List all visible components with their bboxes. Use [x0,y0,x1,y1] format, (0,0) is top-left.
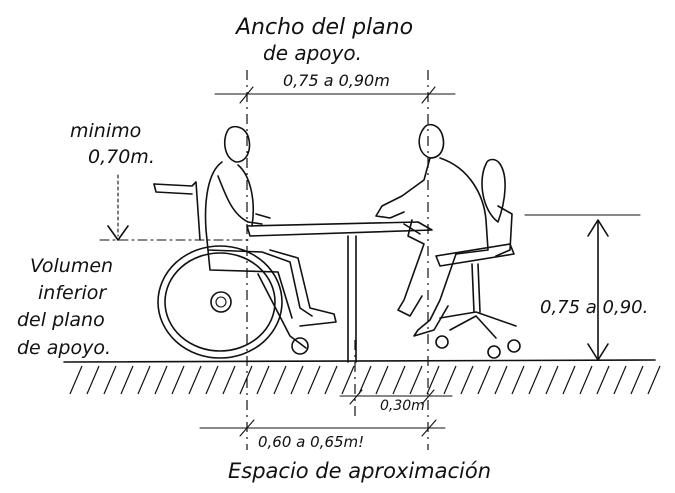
height-arrow [524,214,641,361]
minimum-arrow [99,174,251,241]
hatch-stroke [290,365,304,395]
floor-hatching [69,365,661,395]
hatch-stroke [120,365,134,395]
wheelchair-hub [210,291,232,313]
volume-label-line2: inferior [38,282,107,304]
hatch-stroke [613,365,627,395]
hatch-stroke [324,365,338,395]
hatch-stroke [630,365,644,395]
hatch-stroke [273,365,287,395]
hatch-stroke [86,365,100,395]
minimum-label-line1: minimo [70,120,141,142]
hatch-stroke [477,365,491,395]
hatch-stroke [341,365,355,395]
hatch-stroke [562,365,576,395]
hatch-stroke [69,365,83,395]
hatch-stroke [545,365,559,395]
hatch-stroke [426,365,440,395]
hatch-stroke [579,365,593,395]
wheelchair-big-wheel [157,245,283,359]
hatch-stroke [375,365,389,395]
hatch-stroke [511,365,525,395]
hatch-stroke [154,365,168,395]
hatch-stroke [307,365,321,395]
volume-label-line4: de apoyo. [17,337,111,359]
wheelchair-user-figure [204,125,337,327]
hatch-stroke [239,365,253,395]
table [246,221,433,363]
top-dimension-label: 0,75 a 0,90m [283,71,390,90]
bottom-dimension-label: 0,60 a 0,65m! [258,433,364,451]
hatch-stroke [256,365,270,395]
hatch-stroke [528,365,542,395]
volume-label-line1: Volumen [30,255,113,277]
hatch-stroke [596,365,610,395]
stool-user-figure [375,123,489,337]
hatch-stroke [222,365,236,395]
hatch-stroke [460,365,474,395]
hatch-stroke [647,365,661,395]
bottom-dimension-line [199,419,446,437]
small-dimension-label: 0,30m [380,398,425,414]
floor [63,359,661,395]
hatch-stroke [443,365,457,395]
bottom-title: Espacio de aproximación [228,459,491,483]
top-title-line2: de apoyo. [263,41,362,65]
hatch-stroke [392,365,406,395]
hatch-stroke [171,365,185,395]
hatch-stroke [205,365,219,395]
volume-label-line3: del plano [17,309,105,331]
hatch-stroke [103,365,117,395]
hatch-stroke [358,365,372,395]
stool [435,158,521,359]
wheelchair [153,181,309,359]
top-title-line1: Ancho del plano [234,15,413,40]
hatch-stroke [409,365,423,395]
hatch-stroke [137,365,151,395]
minimum-label-line2: 0,70m. [88,146,155,168]
hatch-stroke [494,365,508,395]
height-dimension-label: 0,75 a 0,90. [540,297,648,318]
small-dimension-line [339,389,453,405]
hatch-stroke [188,365,202,395]
